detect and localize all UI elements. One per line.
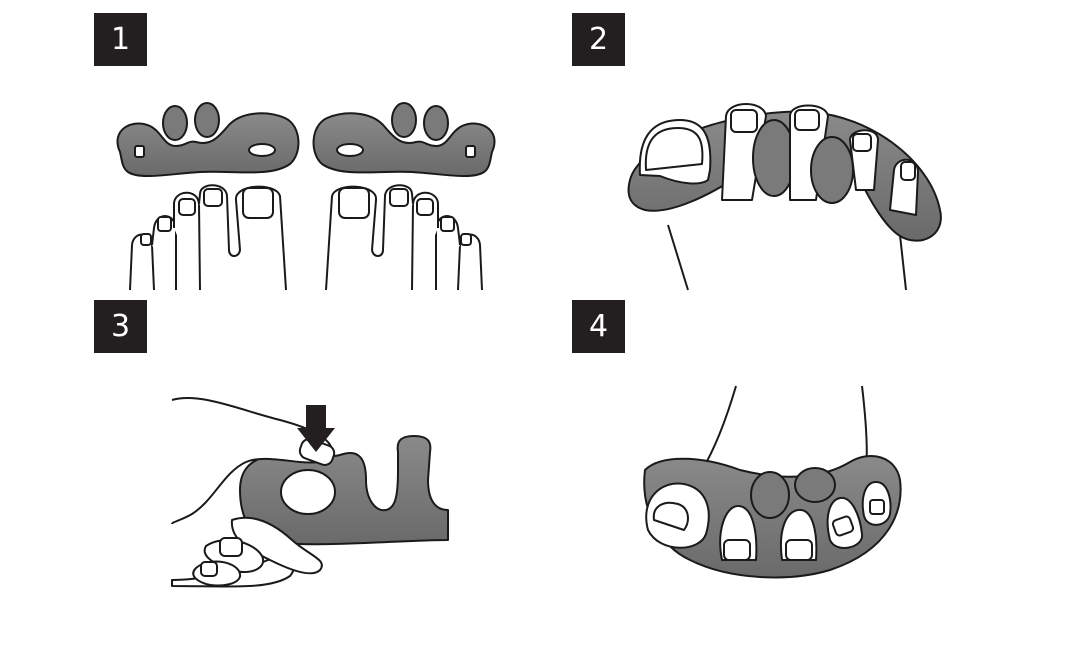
panel-4-illustration: [643, 385, 902, 579]
press-down-arrow-icon: [297, 405, 335, 452]
step-4-badge: 4: [572, 300, 625, 353]
panel-1-illustration: [116, 102, 496, 291]
separator-post-icon: [752, 119, 796, 197]
step-1-number: 1: [110, 22, 131, 57]
hand-outline: [171, 397, 334, 525]
leg-outline: [701, 385, 868, 471]
separator-post-icon: [750, 471, 790, 519]
left-toe-separator-icon: [116, 102, 300, 177]
step-4-number: 4: [588, 309, 609, 344]
step-2-number: 2: [588, 22, 609, 57]
left-foot-toes-icon: [129, 184, 287, 291]
right-foot-toes-icon: [325, 184, 483, 291]
step-1-badge: 1: [94, 13, 147, 66]
panel-2-illustration: [627, 103, 942, 291]
step-2-badge: 2: [572, 13, 625, 66]
right-toe-separator-icon: [312, 102, 496, 177]
foot-outline: [667, 224, 907, 291]
step-3-badge: 3: [94, 300, 147, 353]
step-3-number: 3: [110, 309, 131, 344]
panel-3-illustration: [171, 397, 449, 588]
